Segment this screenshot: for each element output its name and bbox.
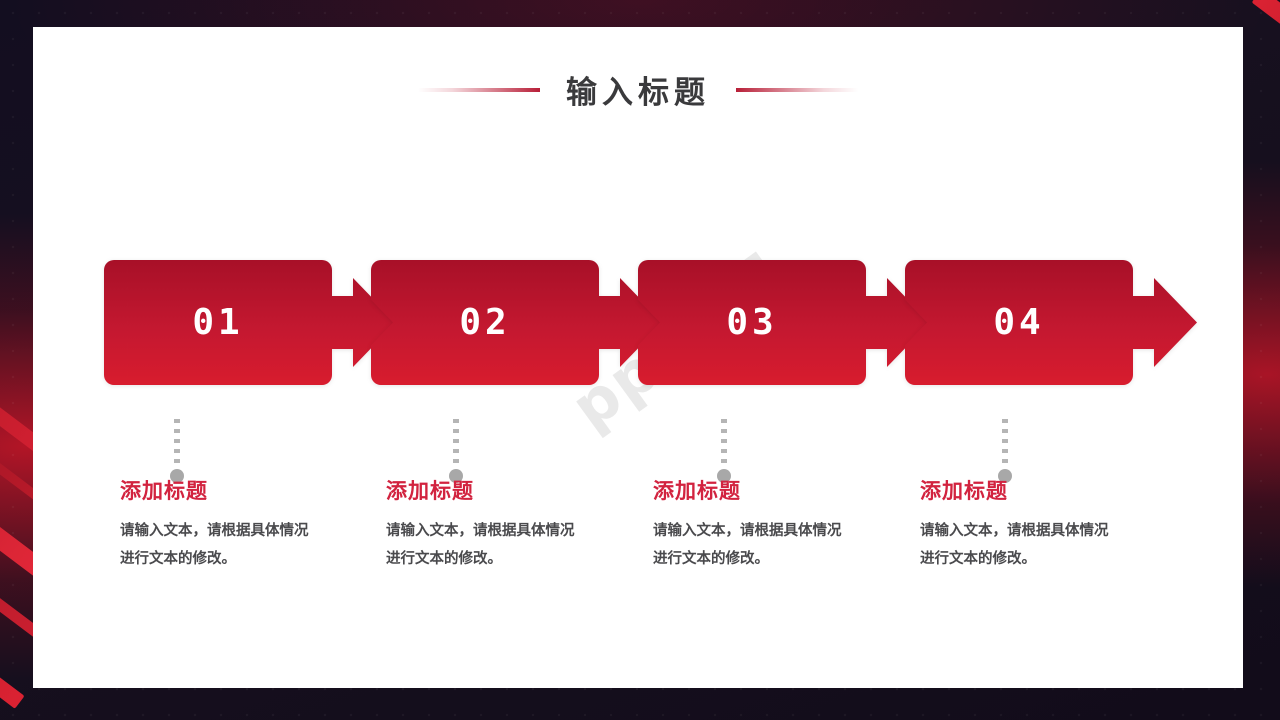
dotted-line-03 bbox=[721, 419, 727, 467]
page-title: 输入标题 bbox=[566, 75, 710, 111]
step-number-03: 03 bbox=[726, 302, 778, 343]
caption-body-04: 请输入文本，请根据具体情况进行文本的修改。 bbox=[920, 523, 1109, 568]
step-number-02: 02 bbox=[459, 302, 511, 343]
connector-dot-03 bbox=[717, 469, 731, 483]
dotted-line-01 bbox=[174, 419, 180, 467]
step-caption-01: 添加标题 请输入文本，请根据具体情况进行文本的修改。 bbox=[120, 475, 370, 574]
arrow-shape-01: 01 bbox=[104, 260, 398, 385]
process-steps: 01 添加标题 请输入文本，请根据具体情况进行文本的修改。 bbox=[33, 27, 1243, 688]
caption-title-04: 添加标题 bbox=[920, 479, 1008, 503]
connector-dot-02 bbox=[449, 469, 463, 483]
step-caption-02: 添加标题 请输入文本，请根据具体情况进行文本的修改。 bbox=[386, 475, 636, 574]
step-connector-01 bbox=[170, 419, 184, 483]
step-connector-04 bbox=[998, 419, 1012, 483]
arrow-shape-03: 03 bbox=[638, 260, 932, 385]
caption-body-02: 请输入文本，请根据具体情况进行文本的修改。 bbox=[386, 523, 575, 568]
connector-dot-01 bbox=[170, 469, 184, 483]
step-caption-03: 添加标题 请输入文本，请根据具体情况进行文本的修改。 bbox=[653, 475, 903, 574]
step-connector-03 bbox=[717, 419, 731, 483]
title-rule-left bbox=[418, 87, 540, 92]
arrow-shape-04: 04 bbox=[905, 260, 1199, 385]
dotted-line-04 bbox=[1002, 419, 1008, 467]
slide-card: 输入标题 ppt家园 bbox=[33, 27, 1243, 688]
caption-title-01: 添加标题 bbox=[120, 479, 208, 503]
step-caption-04: 添加标题 请输入文本，请根据具体情况进行文本的修改。 bbox=[920, 475, 1170, 574]
step-number-01: 01 bbox=[192, 302, 244, 343]
arrow-shape-02: 02 bbox=[371, 260, 665, 385]
process-step-02[interactable]: 02 bbox=[371, 260, 665, 385]
caption-body-01: 请输入文本，请根据具体情况进行文本的修改。 bbox=[120, 523, 309, 568]
caption-body-03: 请输入文本，请根据具体情况进行文本的修改。 bbox=[653, 523, 842, 568]
process-step-03[interactable]: 03 bbox=[638, 260, 932, 385]
process-step-04[interactable]: 04 bbox=[905, 260, 1199, 385]
process-step-01[interactable]: 01 bbox=[104, 260, 398, 385]
step-connector-02 bbox=[449, 419, 463, 483]
caption-title-03: 添加标题 bbox=[653, 479, 741, 503]
step-number-04: 04 bbox=[993, 302, 1045, 343]
title-rule-right bbox=[736, 87, 858, 92]
caption-title-02: 添加标题 bbox=[386, 479, 474, 503]
connector-dot-04 bbox=[998, 469, 1012, 483]
slide-title-row: 输入标题 bbox=[33, 67, 1243, 112]
dotted-line-02 bbox=[453, 419, 459, 467]
